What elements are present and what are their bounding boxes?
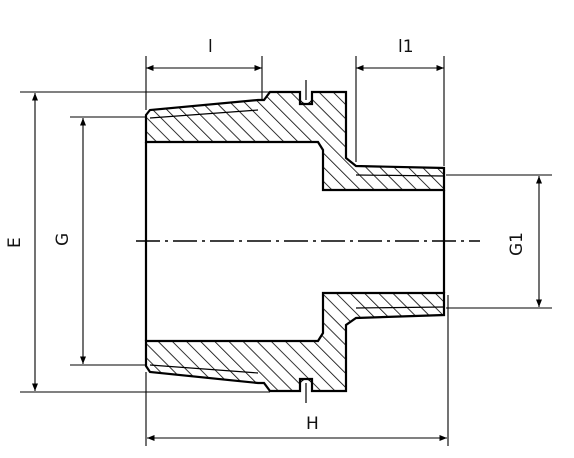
large-thread-line-top bbox=[149, 109, 259, 119]
groove-top bbox=[299, 80, 313, 105]
dim-g-label: G bbox=[53, 233, 73, 246]
dim-e-label: E bbox=[5, 237, 25, 248]
dim-l-label: l bbox=[208, 37, 213, 57]
large-thread-line-bottom bbox=[149, 364, 259, 374]
lower-wall-section bbox=[144, 291, 446, 393]
dim-h-label: H bbox=[306, 414, 319, 434]
small-thread-line-top bbox=[355, 174, 445, 177]
small-thread-line-bottom bbox=[355, 306, 445, 309]
upper-wall-section bbox=[144, 90, 446, 192]
groove-bottom bbox=[299, 378, 313, 403]
dim-g1-label: G1 bbox=[507, 232, 527, 256]
dim-l1-label: l1 bbox=[398, 37, 414, 57]
